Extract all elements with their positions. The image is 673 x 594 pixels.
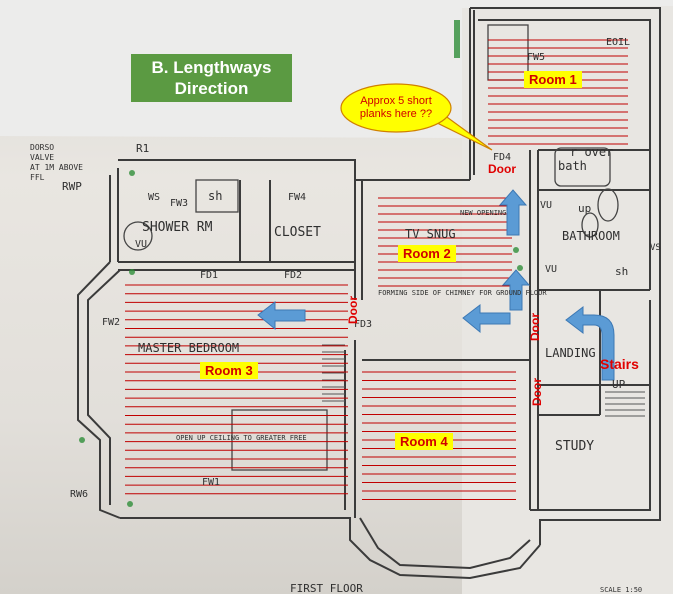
plan-label-vu1: VU [135, 239, 147, 250]
shower-tray-icon [195, 179, 239, 213]
walls [77, 7, 661, 580]
plan-valve-1: DORSO [30, 143, 54, 152]
paper-right-sheet [462, 6, 673, 594]
bath-icon [554, 147, 611, 187]
plan-label-shower: SHOWER RM [142, 220, 213, 235]
callout-text: Approx 5 short planks here ?? [342, 95, 450, 121]
plan-label-over: r over [570, 145, 613, 159]
callout-bubble [340, 83, 493, 151]
plan-label-tvsnug: TV SNUG [405, 227, 456, 241]
plan-label-vs: VS [650, 243, 661, 253]
diagram-title-box: B. Lengthways Direction [131, 54, 292, 102]
arrow-up-icon [501, 269, 531, 311]
plan-label-master: MASTER BEDROOM [138, 341, 239, 355]
room-label-room4: Room 4 [395, 433, 453, 450]
door-label-2: Door [346, 296, 360, 324]
plan-label-fw1: FW1 [202, 477, 220, 488]
plan-label-vu2: VU [540, 200, 552, 211]
door-label-3: Door [528, 313, 542, 341]
plan-label-up: UP [612, 378, 626, 391]
plan-valve-2: VALVE [30, 153, 54, 162]
plan-valve-4: FFL [30, 173, 45, 182]
toilet2-icon [581, 212, 599, 238]
stair-treads [322, 344, 645, 417]
plan-label-fw3: FW3 [170, 198, 188, 209]
callout-line1: Approx 5 short [360, 95, 432, 107]
basin-icon [597, 188, 619, 222]
fixtures [123, 24, 619, 471]
arrow-left-icon [257, 300, 306, 331]
arrow-up-icon [498, 189, 528, 236]
plan-label-bathroom: BATHROOM [562, 229, 620, 243]
arrow-turn-icon [565, 305, 615, 381]
arrows [257, 189, 615, 381]
plan-label-fw5: FW5 [527, 52, 545, 63]
plan-label-fd2: FD2 [284, 270, 302, 281]
plan-label-rwp: RWP [62, 180, 82, 193]
plan-label-r1: R1 [136, 142, 149, 155]
door-label-4: Door [530, 378, 544, 406]
plan-valve-3: AT 1M ABOVE [30, 163, 83, 172]
plan-note-chimney: FORMING SIDE OF CHIMNEY FOR GROUND FLOOR [378, 289, 547, 297]
plan-label-eoil: EOIL [606, 37, 630, 48]
plan-label-ws: WS [148, 192, 160, 203]
arrow-left-icon [462, 303, 511, 334]
toilet-icon [123, 221, 153, 251]
room-label-room2: Room 2 [398, 245, 456, 262]
stairs-label: Stairs [600, 356, 639, 372]
diagram-title-line1: B. Lengthways [151, 58, 272, 77]
diagram-title-line2: Direction [174, 79, 249, 98]
plank-lines [125, 39, 628, 500]
plan-label-sh2: sh [615, 265, 628, 278]
green-marks [79, 20, 523, 507]
bed-outline-icon [231, 409, 328, 471]
room-label-room3: Room 3 [200, 362, 258, 379]
plan-label-closet: CLOSET [274, 225, 321, 240]
plan-label-sh1: sh [208, 189, 222, 203]
plan-label-fw2: FW2 [102, 317, 120, 328]
door-label-1: Door [488, 162, 516, 176]
plan-corner-scale: SCALE 1:50 [600, 586, 642, 594]
callout-line2: planks here ?? [359, 108, 433, 120]
plan-label-bath: bath [558, 159, 587, 173]
room-label-room1: Room 1 [524, 71, 582, 88]
plan-label-fd3: FD3 [354, 319, 372, 330]
plan-label-landing: LANDING [545, 346, 596, 360]
plan-label-up2: up [578, 202, 591, 215]
plan-note-ceiling: OPEN UP CEILING TO GREATER FREE [176, 434, 307, 442]
plan-label-fw4: FW4 [288, 192, 306, 203]
plan-bottom-caption: FIRST FLOOR [290, 582, 363, 594]
plan-label-fd1: FD1 [200, 270, 218, 281]
plan-label-rw6: RW6 [70, 489, 88, 500]
plan-label-fd4: FD4 [493, 152, 511, 163]
plan-label-study: STUDY [555, 439, 594, 454]
plan-note-opening: NEW OPENING [460, 209, 506, 217]
plan-label-vu3: VU [545, 264, 557, 275]
